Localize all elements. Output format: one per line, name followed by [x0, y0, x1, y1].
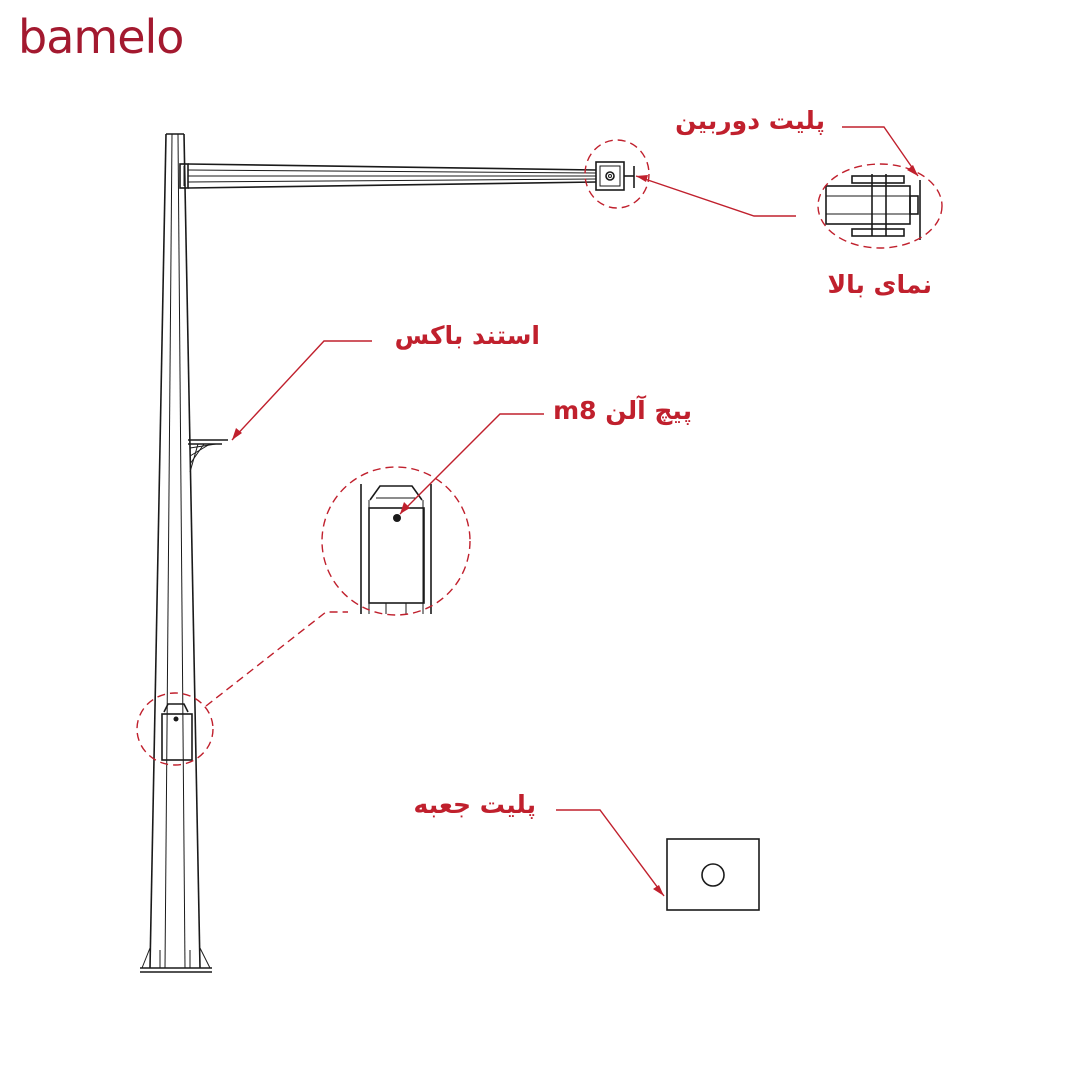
brand-logo: bamelo [18, 10, 184, 64]
box-plate-arrow [653, 885, 664, 896]
top-view-highlight [817, 163, 943, 249]
top-view-leader [635, 175, 796, 217]
top-view-detail [825, 174, 921, 240]
box-detail-highlight [321, 466, 471, 616]
pole [140, 133, 212, 973]
allen-bolt-label: پیچ آلن m8 [553, 396, 692, 425]
camera-plate [595, 161, 635, 191]
box-plate-label: پلیت جعبه [413, 790, 536, 819]
pole-arm [179, 163, 597, 189]
camera-plate-arrow [907, 165, 918, 176]
pole-box [161, 703, 193, 761]
box-plate-leader [556, 809, 665, 897]
camera-plate-label: پلیت دوربین [675, 106, 825, 135]
box-detail [360, 484, 432, 614]
allen-bolt-leader [399, 413, 544, 515]
top-view-arrow [636, 175, 648, 182]
top-view-label: نمای بالا [827, 270, 932, 299]
box-plate [666, 838, 760, 911]
box-stand [188, 439, 228, 473]
camera-plate-leader [842, 126, 919, 177]
camera-plate-highlight [584, 139, 650, 209]
allen-bolt [393, 514, 401, 522]
pole-box-detail-link [205, 611, 348, 707]
pole-base [140, 947, 212, 973]
pole-box-highlight [136, 692, 214, 766]
box-stand-arrow [232, 428, 242, 440]
allen-bolt-arrow [400, 502, 410, 514]
box-stand-leader [231, 340, 372, 441]
box-stand-label: استند باکس [394, 321, 540, 350]
